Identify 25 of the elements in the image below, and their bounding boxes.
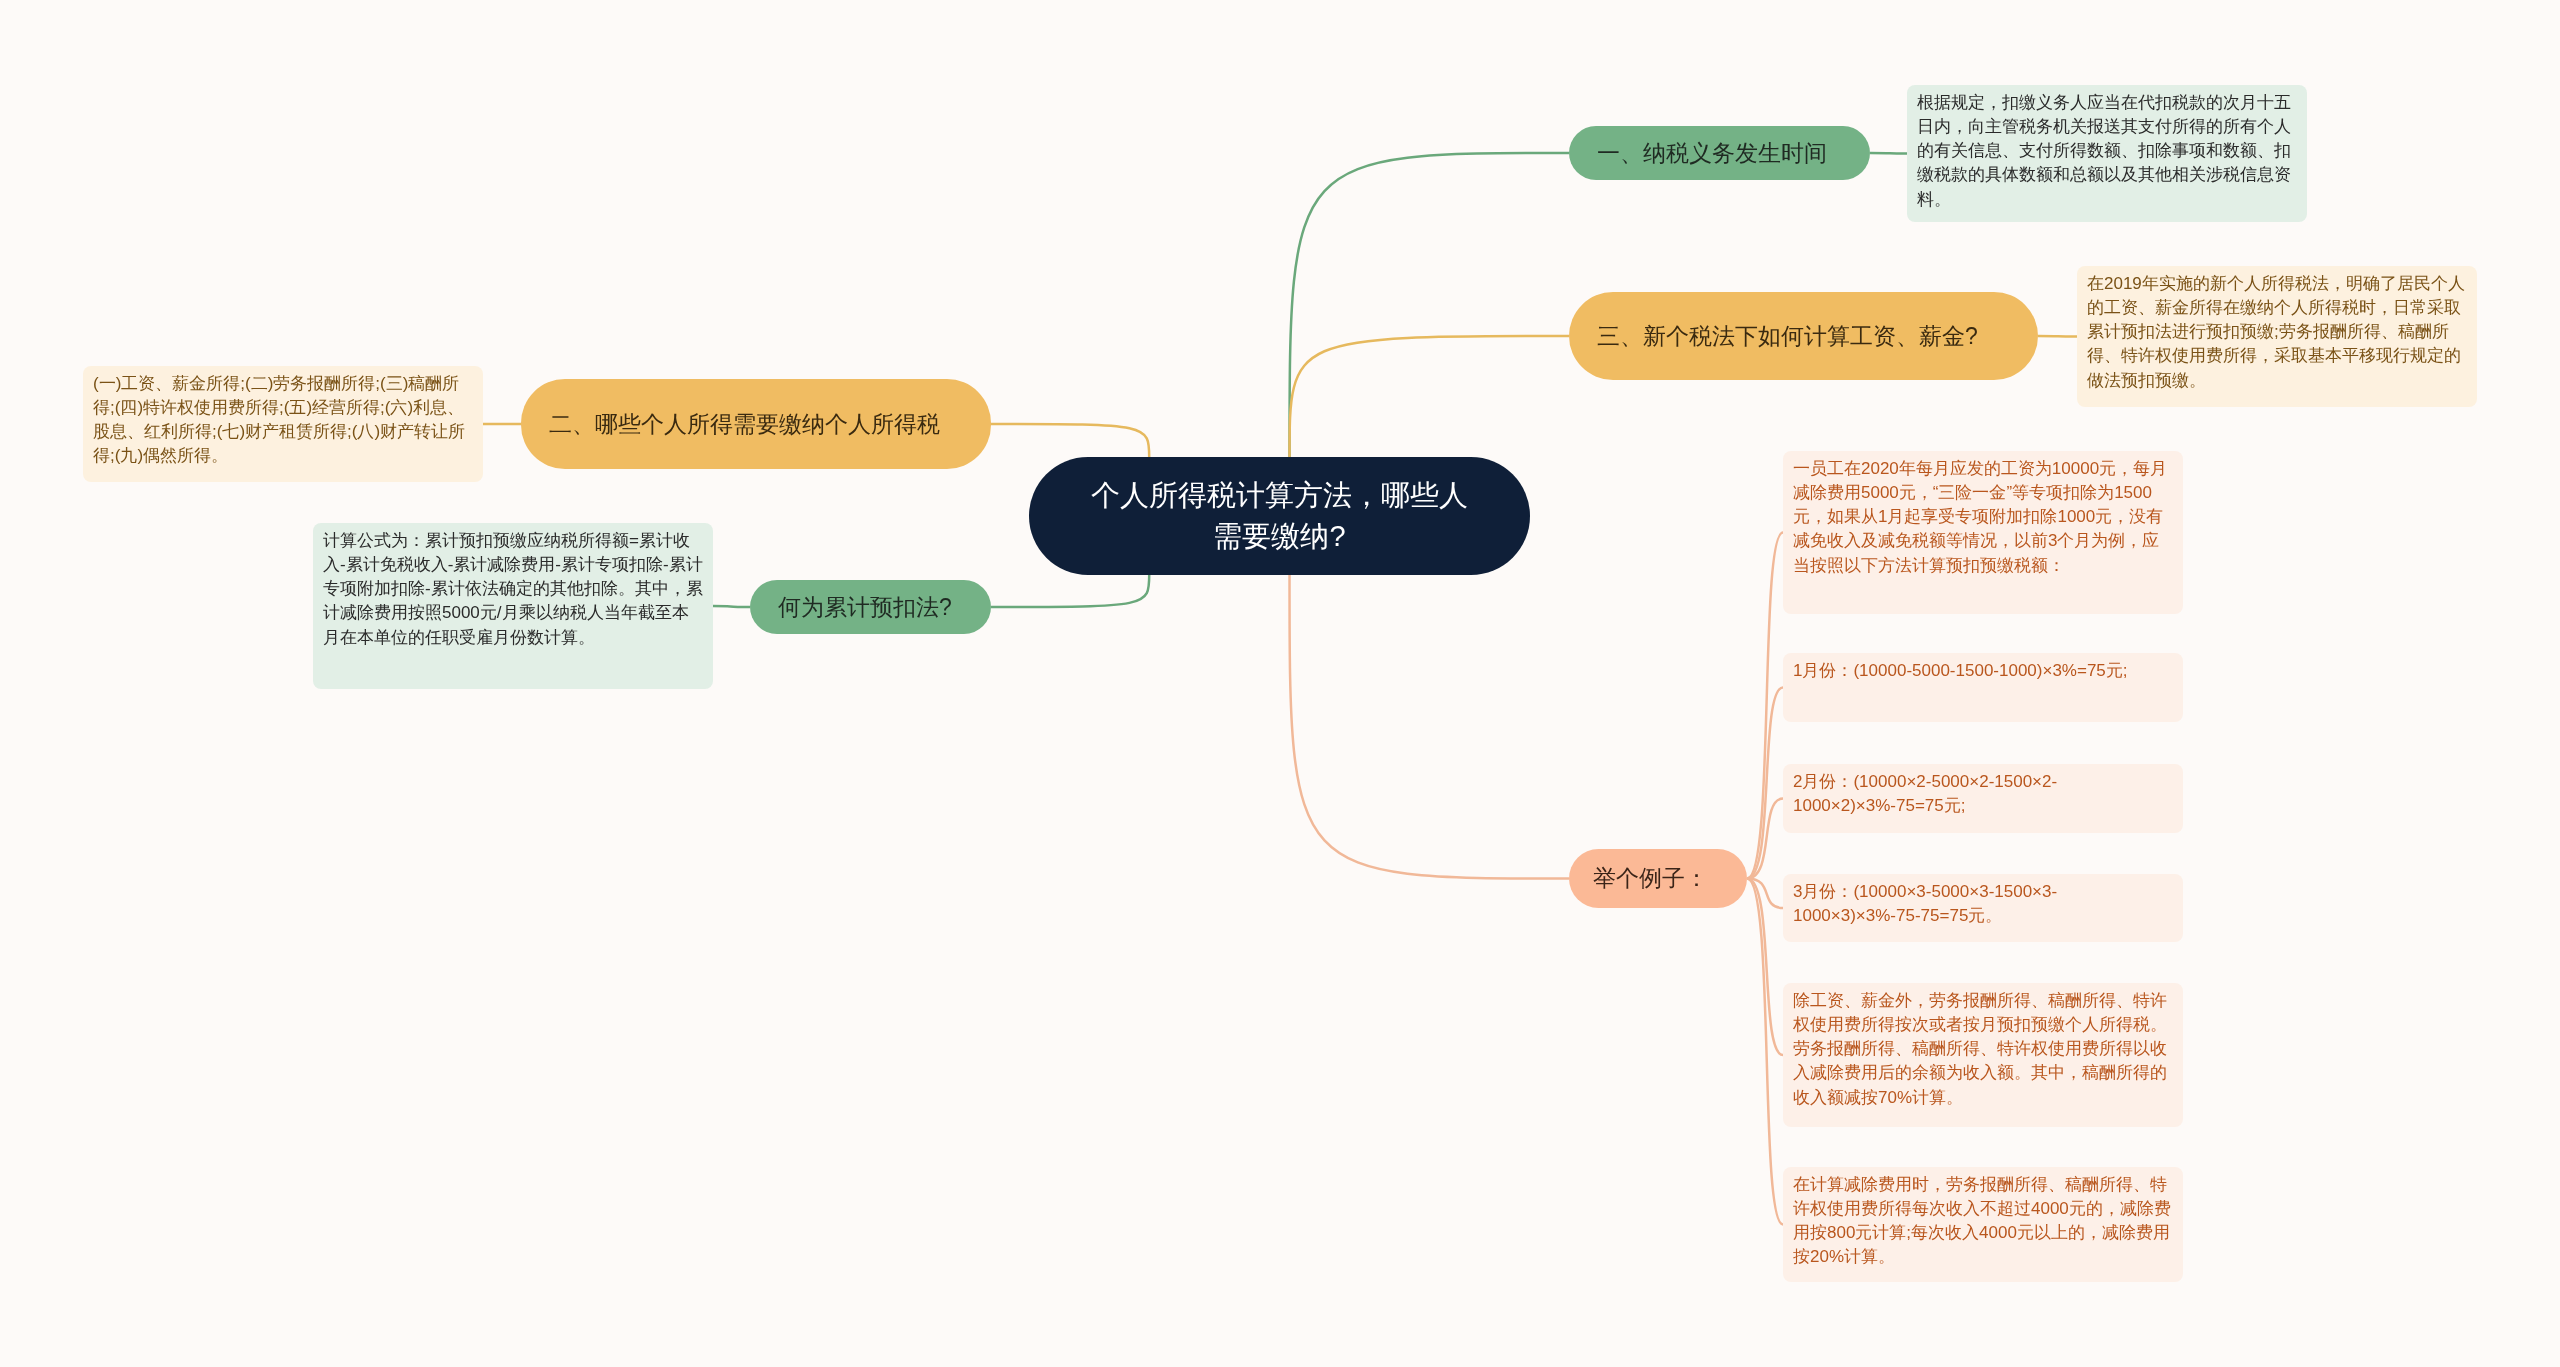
connector-line [483,422,521,426]
branch-topic: 何为累计预扣法? [750,580,991,634]
connector-line [1870,151,1907,155]
branch-topic: 二、哪些个人所得需要缴纳个人所得税 [521,379,991,469]
note-card: 除工资、薪金外，劳务报酬所得、稿酬所得、特许权使用费所得按次或者按月预扣预缴个人所得税。劳务报酬所得、稿酬所得、特许权使用费所得以收入减除费用后的余额为收入额。其中，稿酬所得的收入额减按70%计算。 [1783,983,2183,1127]
branch-topic: 三、新个税法下如何计算工资、薪金? [1569,292,2038,380]
branch-topic: 一、纳税义务发生时间 [1569,126,1870,180]
connector-line [2038,334,2077,338]
connector-line [713,604,750,609]
connector-line [991,574,1151,609]
note-card: 计算公式为：累计预扣预缴应纳税所得额=累计收入-累计免税收入-累计减除费用-累计专项扣除-累计专项附加扣除-累计依法确定的其他扣除。其中，累计减除费用按照5000元/月乘以纳税人当年截至本月在本单位的任职受雇月份数计算。 [313,523,713,689]
connector-line [1746,877,1784,1226]
branch-topic: 举个例子： [1569,849,1747,908]
note-card: 一员工在2020年每月应发的工资为10000元，每月减除费用5000元，“三险一金”等专项扣除为1500元，如果从1月起享受专项附加扣除1000元，没有减免收入及减免税额等情况，以前3个月为例，应当按照以下方法计算预扣预缴税额： [1783,451,2183,614]
note-card: 2月份：(10000×2-5000×2-1500×2-1000×2)×3%-75=75元; [1783,764,2183,833]
connector-line [1288,334,1569,458]
connector-line [1288,574,1569,880]
note-card: 根据规定，扣缴义务人应当在代扣税款的次月十五日内，向主管税务机关报送其支付所得的所有个人的有关信息、支付所得数额、扣除事项和数额、扣缴税款的具体数额和总额以及其他相关涉税信息资料。 [1907,85,2307,222]
connector-line [991,422,1151,458]
note-card: 在2019年实施的新个人所得税法，明确了居民个人的工资、薪金所得在缴纳个人所得税时，日常采取累计预扣法进行预扣预缴;劳务报酬所得、稿酬所得、特许权使用费所得，采取基本平移现行规定的做法预扣预缴。 [2077,266,2477,407]
note-card: (一)工资、薪金所得;(二)劳务报酬所得;(三)稿酬所得;(四)特许权使用费所得;(五)经营所得;(六)利息、股息、红利所得;(七)财产租赁所得;(八)财产转让所得;(九)偶然所得。 [83,366,483,482]
note-card: 1月份：(10000-5000-1500-1000)×3%=75元; [1783,653,2183,722]
note-card: 在计算减除费用时，劳务报酬所得、稿酬所得、特许权使用费所得每次收入不超过4000元的，减除费用按800元计算;每次收入4000元以上的，减除费用按20%计算。 [1783,1167,2183,1282]
central-topic: 个人所得税计算方法，哪些人需要缴纳? [1029,457,1530,575]
note-card: 3月份：(10000×3-5000×3-1500×3-1000×3)×3%-75-75=75元。 [1783,874,2183,942]
